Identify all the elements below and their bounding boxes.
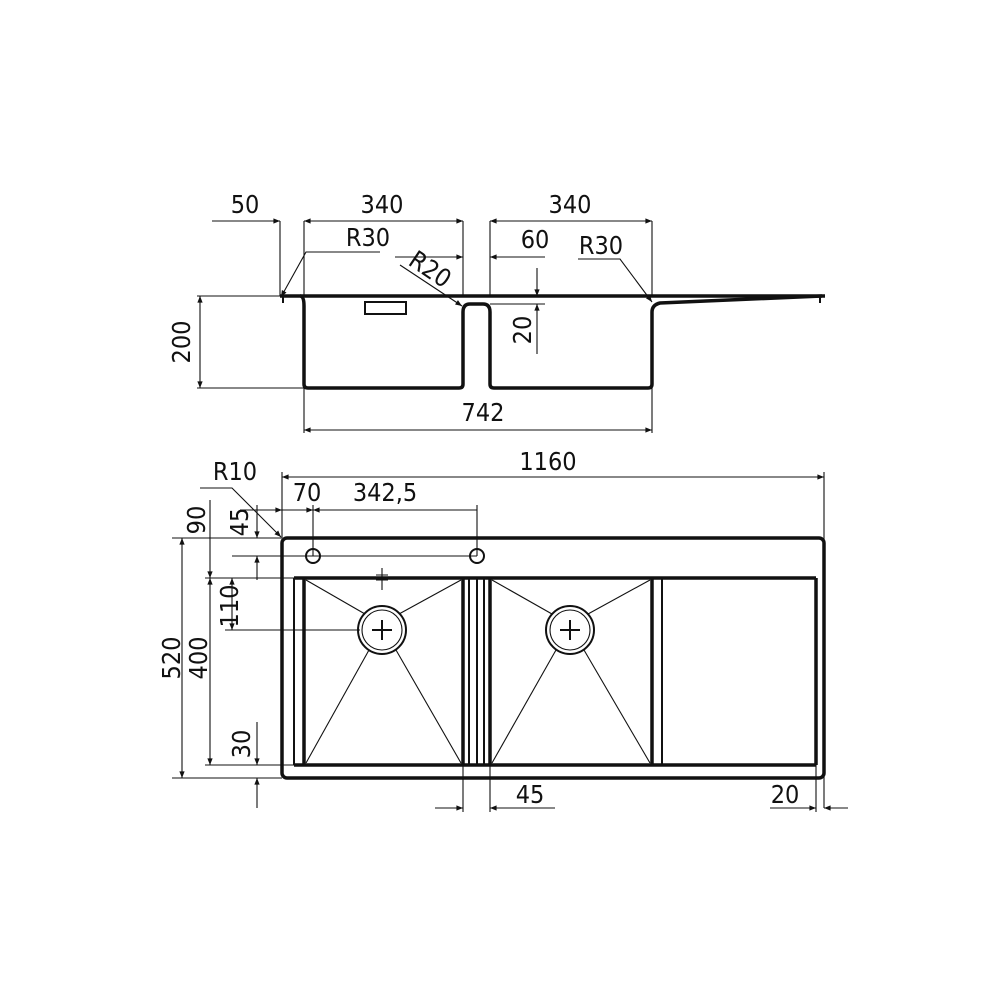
dim-70: 70: [293, 478, 322, 507]
sink-outline: [280, 536, 826, 780]
bowl-left: [305, 568, 462, 764]
radius-r30-right: R30: [579, 231, 623, 260]
bowl-right: [491, 579, 651, 764]
dim-20-right: 20: [771, 780, 800, 809]
dim-90: 90: [182, 506, 211, 535]
dim-1160: 1160: [519, 447, 576, 476]
dim-60: 60: [521, 225, 550, 254]
dim-400: 400: [184, 637, 213, 680]
drain-cross-icon: [560, 620, 580, 640]
dim-340-left: 340: [361, 190, 404, 219]
dim-45-tap-row: 45: [225, 508, 254, 537]
dim-520: 520: [157, 637, 186, 680]
dim-20-drop: 20: [508, 316, 537, 345]
drain-cross-icon: [372, 620, 392, 640]
side-view: 50 340 340 R30 R20 60 R30 20 200 742: [167, 190, 825, 433]
radius-r30-left: R30: [346, 223, 390, 252]
dim-110: 110: [215, 585, 244, 628]
dim-45-divider: 45: [516, 780, 545, 809]
dim-30: 30: [227, 730, 256, 759]
sink-profile: [280, 294, 825, 390]
dim-340-right: 340: [549, 190, 592, 219]
dim-342-5: 342,5: [353, 478, 417, 507]
drain-right: [545, 605, 595, 655]
dim-50: 50: [231, 190, 260, 219]
dim-742: 742: [462, 398, 505, 427]
radius-r20: R20: [404, 245, 457, 294]
overflow-slot: [364, 301, 407, 315]
dim-200-depth: 200: [167, 321, 196, 364]
top-view: 1160 R10 70 342,5 520 400 90 110 45 30: [157, 447, 848, 812]
radius-r10: R10: [213, 457, 257, 486]
